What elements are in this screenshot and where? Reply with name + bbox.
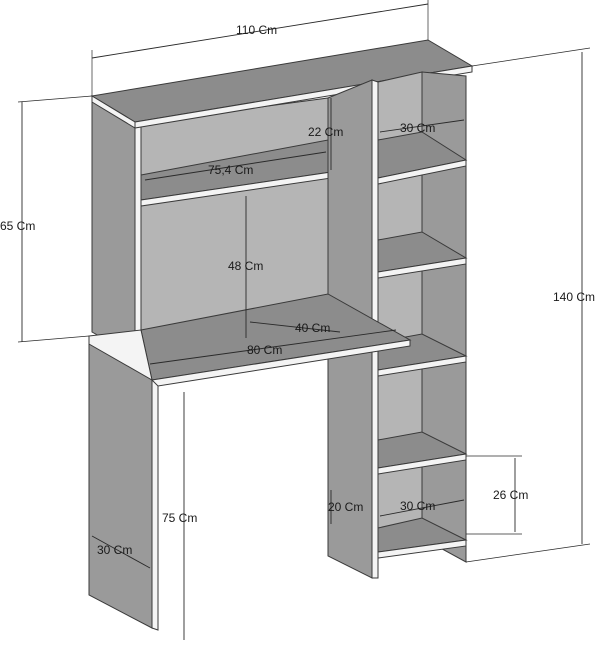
label-total-width: 110 Cm bbox=[236, 23, 277, 37]
desk-top-edge bbox=[150, 339, 411, 387]
dim-desk-width-line bbox=[149, 329, 397, 365]
tower-shelf-2-edge bbox=[377, 257, 467, 279]
label-shelf-width-bottom: 30 Cm bbox=[400, 499, 435, 513]
left-leg-edge bbox=[151, 377, 159, 631]
dim-inner-shelf-line bbox=[144, 151, 327, 181]
dim-shelf-width-top-line bbox=[379, 119, 465, 133]
desk-top-left-edge bbox=[88, 329, 153, 381]
label-desk-width: 80 Cm bbox=[247, 343, 282, 357]
tower-shelf-3-edge bbox=[377, 355, 467, 377]
top-board-side-edge bbox=[91, 95, 136, 129]
label-side-depth: 30 Cm bbox=[97, 543, 132, 557]
label-bottom-gap: 20 Cm bbox=[328, 500, 363, 514]
label-desk-depth: 40 Cm bbox=[295, 321, 330, 335]
hutch-left-panel bbox=[91, 97, 136, 357]
desk-body bbox=[88, 39, 474, 631]
dim-shelf-width-bottom-line bbox=[379, 499, 465, 517]
tower-shelf-4-edge bbox=[377, 453, 467, 475]
dimension-labels: 110 Cm 140 Cm 65 Cm 22 Cm 30 Cm 75,4 Cm … bbox=[0, 23, 595, 557]
hutch-left-panel-edge bbox=[134, 122, 142, 357]
dim-side-depth-line bbox=[91, 535, 151, 569]
left-leg-front bbox=[88, 337, 153, 629]
label-total-height: 140 Cm bbox=[553, 290, 595, 304]
dimension-lines bbox=[17, 0, 591, 640]
tower-shelf-5-edge bbox=[377, 539, 467, 559]
label-top-shelf-gap: 22 Cm bbox=[308, 125, 343, 139]
label-hutch-opening: 48 Cm bbox=[228, 259, 263, 273]
dim-total-width-line bbox=[91, 3, 429, 59]
label-shelf-gap-bottom: 26 Cm bbox=[493, 488, 528, 502]
tower-shelf-1-edge bbox=[377, 159, 467, 185]
label-hutch-height: 65 Cm bbox=[0, 219, 35, 233]
label-inner-shelf: 75,4 Cm bbox=[208, 163, 253, 177]
label-shelf-width-top: 30 Cm bbox=[400, 121, 435, 135]
label-desk-height: 75 Cm bbox=[162, 511, 197, 525]
dim-desk-depth-line bbox=[249, 321, 341, 333]
